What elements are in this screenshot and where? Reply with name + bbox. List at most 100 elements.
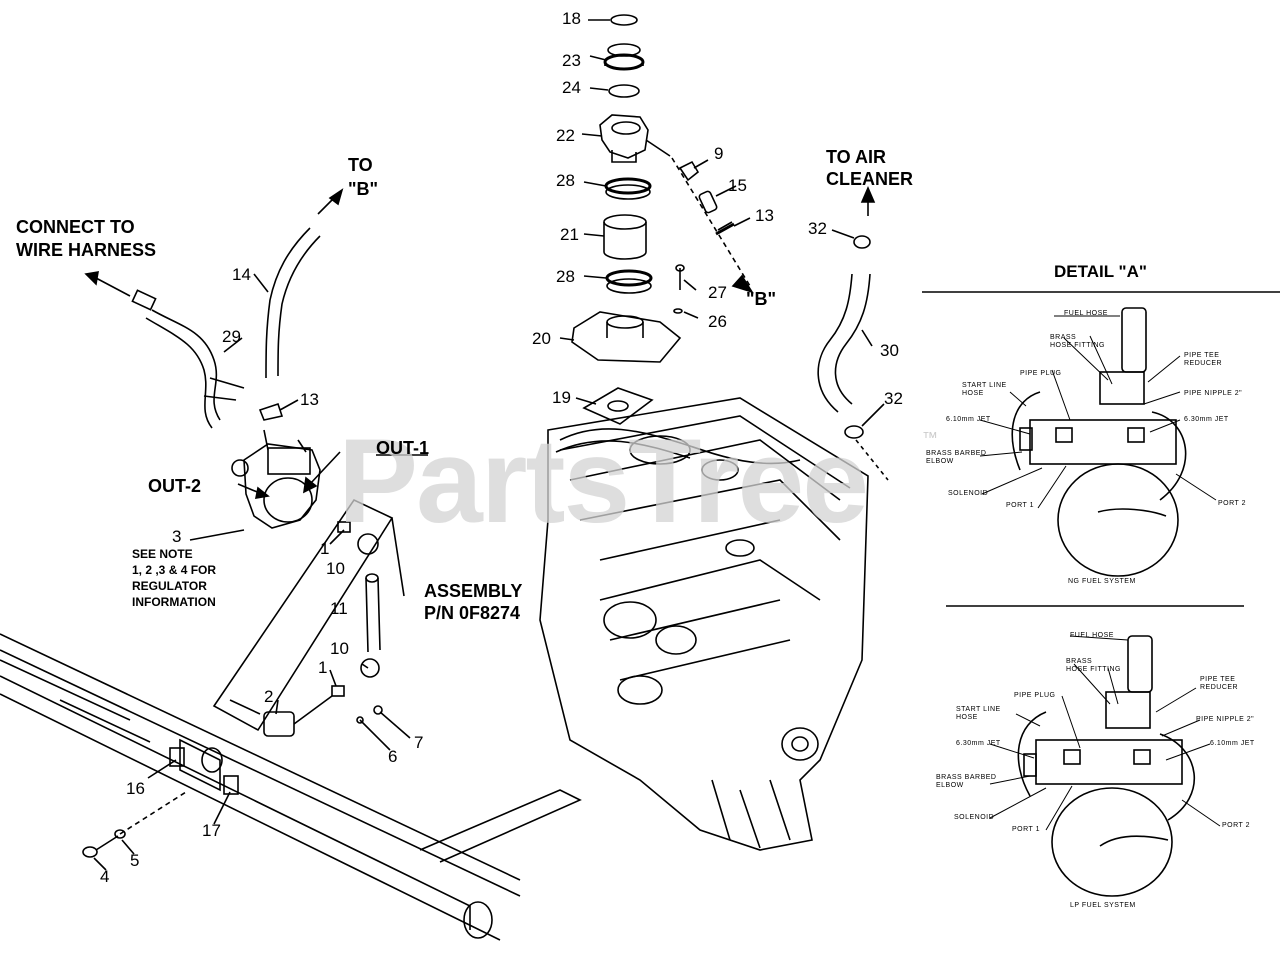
ng-jet-right-label: 6.30mm JET	[1184, 416, 1229, 423]
ng-fuel-hose-label: FUEL HOSE	[1064, 310, 1108, 317]
caption-to-b-line1: TO	[348, 155, 373, 175]
callout-4: 4	[100, 867, 110, 886]
ng-jet-left-label: 6.10mm JET	[946, 416, 991, 423]
callout-32-bottom: 32	[884, 389, 903, 408]
callout-1-top: 1	[320, 539, 330, 558]
part-15-barb	[698, 190, 718, 214]
callout-11: 11	[330, 599, 348, 618]
ng-solenoid-label: SOLENOID	[948, 490, 989, 497]
lp-jet-right-label: 6.10mm JET	[1210, 740, 1255, 747]
part-23-cap	[603, 43, 645, 71]
callout-23: 23	[562, 51, 581, 70]
part-4-bolt	[82, 835, 119, 858]
callout-13-left: 13	[300, 390, 319, 409]
caption-air-line2: CLEANER	[826, 169, 914, 189]
part-26-washer	[673, 308, 683, 314]
detail-a-title: DETAIL "A"	[1054, 262, 1147, 281]
part-27-screw	[675, 264, 685, 290]
callout-21: 21	[560, 225, 579, 244]
callout-7: 7	[414, 733, 424, 752]
part-21-sleeve	[603, 214, 647, 260]
part-28-clamp-bottom	[605, 269, 653, 294]
caption-out-2: OUT-2	[148, 476, 202, 496]
callout-15: 15	[728, 176, 747, 195]
lp-solenoid-label: SOLENOID	[954, 814, 995, 821]
part-3-regulator	[231, 429, 321, 529]
callout-26: 26	[708, 312, 727, 331]
ng-port2-label: PORT 2	[1218, 500, 1247, 507]
part-19-gasket	[582, 387, 654, 425]
part-32-clamp-bottom	[844, 425, 864, 439]
part-13-jet-left	[258, 402, 284, 421]
callout-22: 22	[556, 126, 575, 145]
callout-24: 24	[562, 78, 581, 97]
callout-27: 27	[708, 283, 727, 302]
part-10-elbow-top	[357, 533, 379, 555]
callout-16: 16	[126, 779, 145, 798]
watermark-trademark: ™	[922, 430, 938, 447]
part-13-jet-top	[715, 221, 735, 236]
part-24-seal	[608, 84, 640, 98]
assembly-bracket	[212, 498, 405, 732]
lp-brass-fitting-label: BRASS HOSE FITTING	[1066, 658, 1121, 673]
part-1-fitting-top	[337, 521, 351, 533]
callout-3: 3	[172, 527, 182, 546]
callout-14: 14	[232, 265, 251, 284]
detail-a-ng-regulator	[1011, 307, 1187, 577]
lp-pipe-plug-label: PIPE PLUG	[1014, 692, 1056, 699]
ng-system-label: NG FUEL SYSTEM	[1068, 578, 1136, 585]
caption-see-note: SEE NOTE 1, 2 ,3 & 4 FOR REGULATOR INFOR…	[132, 547, 217, 609]
caption-air-line1: TO AIR	[826, 147, 887, 167]
caption-wire-line2: WIRE HARNESS	[16, 240, 157, 260]
lp-system-label: LP FUEL SYSTEM	[1070, 902, 1136, 909]
lp-jet-left-label: 6.30mm JET	[956, 740, 1001, 747]
part-1-fitting-bottom	[331, 685, 345, 697]
detail-a-lp-regulator	[1017, 635, 1195, 897]
lp-pipe-nipple-label: PIPE NIPPLE 2"	[1196, 716, 1255, 723]
callout-29: 29	[222, 327, 241, 346]
arrow-b	[731, 274, 754, 294]
callout-20: 20	[532, 329, 551, 348]
part-7-washer	[373, 705, 383, 715]
callout-28-top: 28	[556, 171, 575, 190]
engine-block	[539, 397, 869, 851]
ng-brass-fitting-label: BRASS HOSE FITTING	[1050, 334, 1105, 349]
ng-start-line-label: START LINE HOSE	[962, 382, 1007, 397]
lp-fuel-hose-label: FUEL HOSE	[1070, 632, 1114, 639]
lp-start-line-label: START LINE HOSE	[956, 706, 1001, 721]
callout-5: 5	[130, 851, 140, 870]
part-10-elbow-bottom	[360, 658, 380, 678]
caption-wire-line1: CONNECT TO	[16, 217, 135, 237]
part-5-washer	[114, 829, 126, 839]
callout-10-top: 10	[326, 559, 345, 578]
watermark: PartsTree	[338, 414, 869, 548]
callout-19: 19	[552, 388, 571, 407]
callout-10-bottom: 10	[330, 639, 349, 658]
caption-assembly-line2: P/N 0F8274	[424, 603, 521, 623]
caption-to-b-line2: "B"	[348, 179, 379, 199]
part-16-bracket	[169, 747, 185, 767]
part-17-bracket	[223, 775, 239, 795]
leader-dashed-b	[671, 157, 751, 287]
caption-out-1: OUT-1	[376, 438, 430, 458]
part-2-solenoid	[263, 695, 333, 737]
lp-port2-label: PORT 2	[1222, 822, 1251, 829]
ng-brass-barbed-label: BRASS BARBED ELBOW	[926, 450, 987, 465]
part-6-screw	[356, 716, 364, 724]
callout-2: 2	[264, 687, 274, 706]
lp-brass-barbed-label: BRASS BARBED ELBOW	[936, 774, 997, 789]
lp-pipe-tee-label: PIPE TEE REDUCER	[1200, 676, 1239, 691]
callout-18: 18	[562, 9, 581, 28]
detail-a-frame	[922, 291, 1280, 607]
lp-port1-label: PORT 1	[1012, 826, 1041, 833]
part-20-adapter	[571, 311, 682, 363]
ng-pipe-tee-label: PIPE TEE REDUCER	[1184, 352, 1223, 367]
part-28-clamp-top	[604, 177, 652, 200]
callout-17: 17	[202, 821, 221, 840]
callout-6: 6	[388, 747, 398, 766]
ng-pipe-nipple-label: PIPE NIPPLE 2"	[1184, 390, 1243, 397]
caption-assembly-line1: ASSEMBLY	[424, 581, 523, 601]
part-18-o-ring	[610, 14, 638, 26]
part-32-clamp-top	[853, 235, 871, 249]
